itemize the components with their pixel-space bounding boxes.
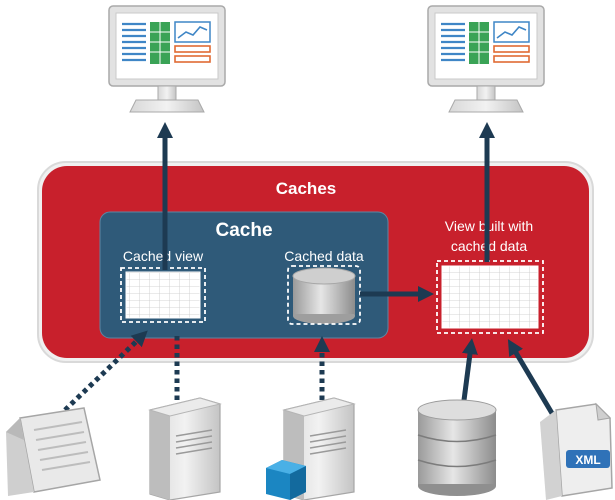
monitor-left-icon xyxy=(108,5,226,113)
server-cube-icon xyxy=(266,397,356,500)
cached-data-cylinder-icon xyxy=(287,265,361,325)
xml-file-icon: XML xyxy=(540,402,613,500)
database-icon xyxy=(417,399,497,496)
document-icon xyxy=(6,407,101,496)
server-icon xyxy=(148,397,222,500)
arrow-xml-to-built-view xyxy=(507,339,559,422)
caches-label: Caches xyxy=(276,179,336,198)
cached-data-label: Cached data xyxy=(284,248,364,264)
cache-label: Cache xyxy=(215,220,272,241)
monitor-right-icon xyxy=(427,5,545,113)
xml-badge-label: XML xyxy=(575,453,600,467)
arrow-database-to-built-view xyxy=(460,338,478,409)
arrows xyxy=(63,121,559,422)
cached-view-grid xyxy=(120,267,206,323)
arrow-document-to-cached-view xyxy=(63,330,148,412)
